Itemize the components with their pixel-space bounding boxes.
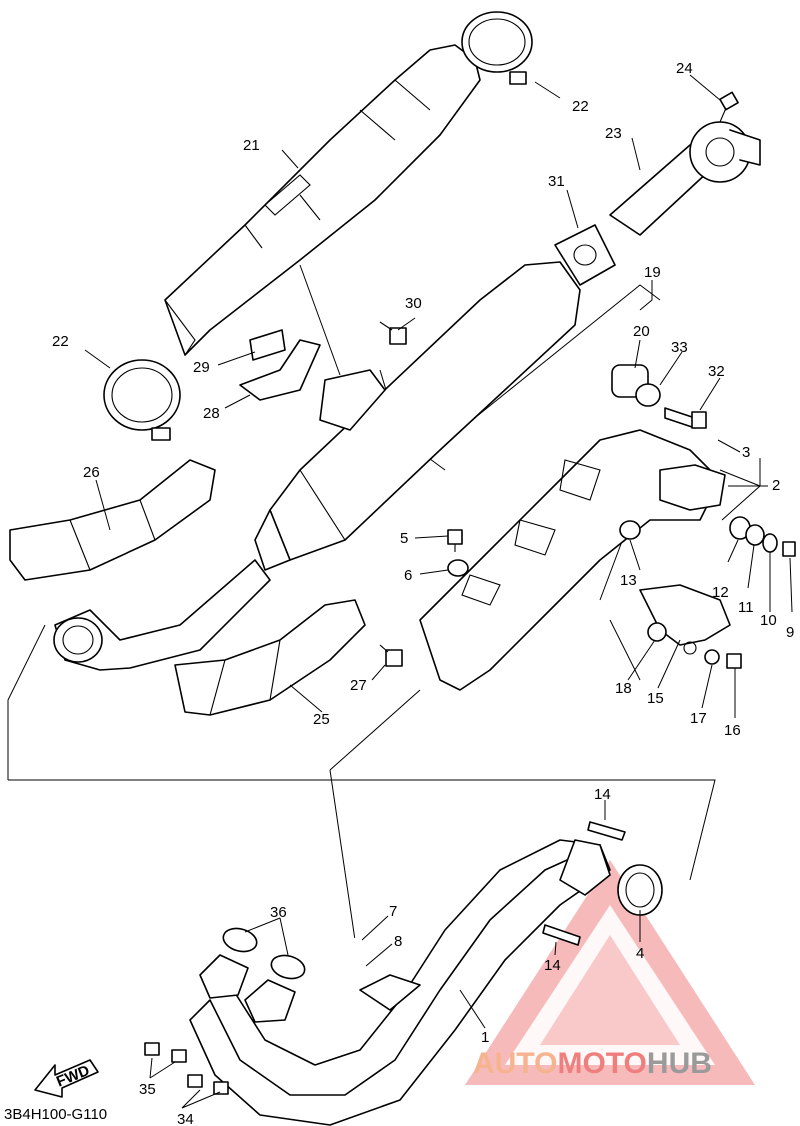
collar-13	[619, 520, 641, 540]
exhaust-pipe-1	[189, 839, 611, 1126]
watermark-part3: HUB	[647, 1047, 712, 1080]
callout-30: 30	[405, 295, 422, 312]
watermark-part2: MOTO	[557, 1047, 646, 1080]
callout-34: 34	[177, 1111, 194, 1126]
clamp-left	[103, 359, 181, 441]
gasket-31	[554, 224, 616, 286]
bolt-9	[782, 541, 796, 557]
spring-lower	[542, 924, 581, 946]
callout-labels: 1 2 3 4 5 6 7 8 9 10 11 12 13 14 14 15 1…	[52, 60, 794, 1126]
bolt-24	[719, 91, 739, 123]
nut-35-b	[171, 1049, 187, 1063]
watermark-logo	[465, 860, 755, 1085]
diagram-code: 3B4H100-G110	[4, 1106, 107, 1123]
gasket-36-b	[270, 954, 306, 980]
mid-pipe	[53, 559, 271, 671]
watermark-text: AUTOMOTOHUB	[473, 1047, 712, 1080]
callout-20: 20	[633, 323, 650, 340]
callout-14-lower: 14	[544, 957, 561, 974]
protector-25	[174, 599, 366, 716]
callout-6: 6	[404, 567, 412, 584]
callout-21: 21	[243, 137, 260, 154]
callout-10: 10	[760, 612, 777, 629]
nut-34-a	[187, 1074, 203, 1088]
callout-29: 29	[193, 359, 210, 376]
bolt-5	[447, 529, 463, 552]
heat-guard-2	[419, 429, 726, 691]
bolt-32	[664, 407, 707, 429]
bolt-27	[379, 644, 403, 667]
callout-8: 8	[394, 933, 402, 950]
callout-11: 11	[738, 599, 754, 616]
tail-pipe	[609, 121, 761, 236]
callout-3: 3	[742, 444, 750, 461]
callout-4: 4	[636, 945, 644, 962]
fwd-arrow: FWD	[34, 1059, 99, 1098]
fwd-label: FWD	[54, 1062, 92, 1091]
bolt-16	[726, 653, 742, 669]
callout-18: 18	[615, 680, 632, 697]
callout-7: 7	[389, 903, 397, 920]
callout-9: 9	[786, 624, 794, 641]
callout-32: 32	[708, 363, 725, 380]
callout-22-upper: 22	[572, 98, 589, 115]
nut-35-a	[144, 1042, 160, 1056]
callout-1: 1	[481, 1029, 489, 1046]
gasket-36-a	[222, 927, 258, 953]
gasket-4	[617, 864, 663, 916]
nut-34-b	[213, 1081, 229, 1095]
pipe-flange-right	[244, 979, 296, 1023]
callout-28: 28	[203, 405, 220, 422]
callout-14-upper: 14	[594, 786, 611, 803]
callout-23: 23	[605, 125, 622, 142]
pipe-flange-left	[199, 954, 249, 999]
callout-17: 17	[690, 710, 707, 727]
clamp-upper	[461, 11, 533, 85]
bolt-30	[379, 321, 407, 345]
callout-5: 5	[400, 530, 408, 547]
washer-10	[762, 533, 778, 553]
callout-27: 27	[350, 677, 367, 694]
spring-upper	[587, 821, 626, 841]
callout-36: 36	[270, 904, 287, 921]
callout-2: 2	[772, 477, 780, 494]
callout-19: 19	[644, 264, 661, 281]
callout-24: 24	[676, 60, 693, 77]
muffler-body	[254, 261, 581, 571]
callout-12: 12	[712, 584, 729, 601]
callout-35: 35	[139, 1081, 156, 1098]
callout-leaders	[84, 74, 793, 1109]
washer-18	[647, 622, 667, 642]
washer-33	[635, 383, 661, 407]
protector-26	[9, 459, 216, 581]
callout-33: 33	[671, 339, 688, 356]
muffler-heat-guard	[164, 44, 481, 356]
callout-31: 31	[548, 173, 565, 190]
bracket-28	[239, 339, 321, 401]
washer-11	[745, 524, 765, 546]
pad-29	[249, 329, 286, 361]
watermark-part1: AUTO	[473, 1047, 557, 1080]
assembly-guide-lines	[7, 264, 716, 941]
washer-17	[704, 649, 720, 665]
callout-26: 26	[83, 464, 100, 481]
callout-15: 15	[647, 690, 664, 707]
callout-16: 16	[724, 722, 741, 739]
callout-25: 25	[313, 711, 330, 728]
callout-22-left: 22	[52, 333, 69, 350]
washer-6	[447, 559, 469, 577]
callout-13: 13	[620, 572, 637, 589]
